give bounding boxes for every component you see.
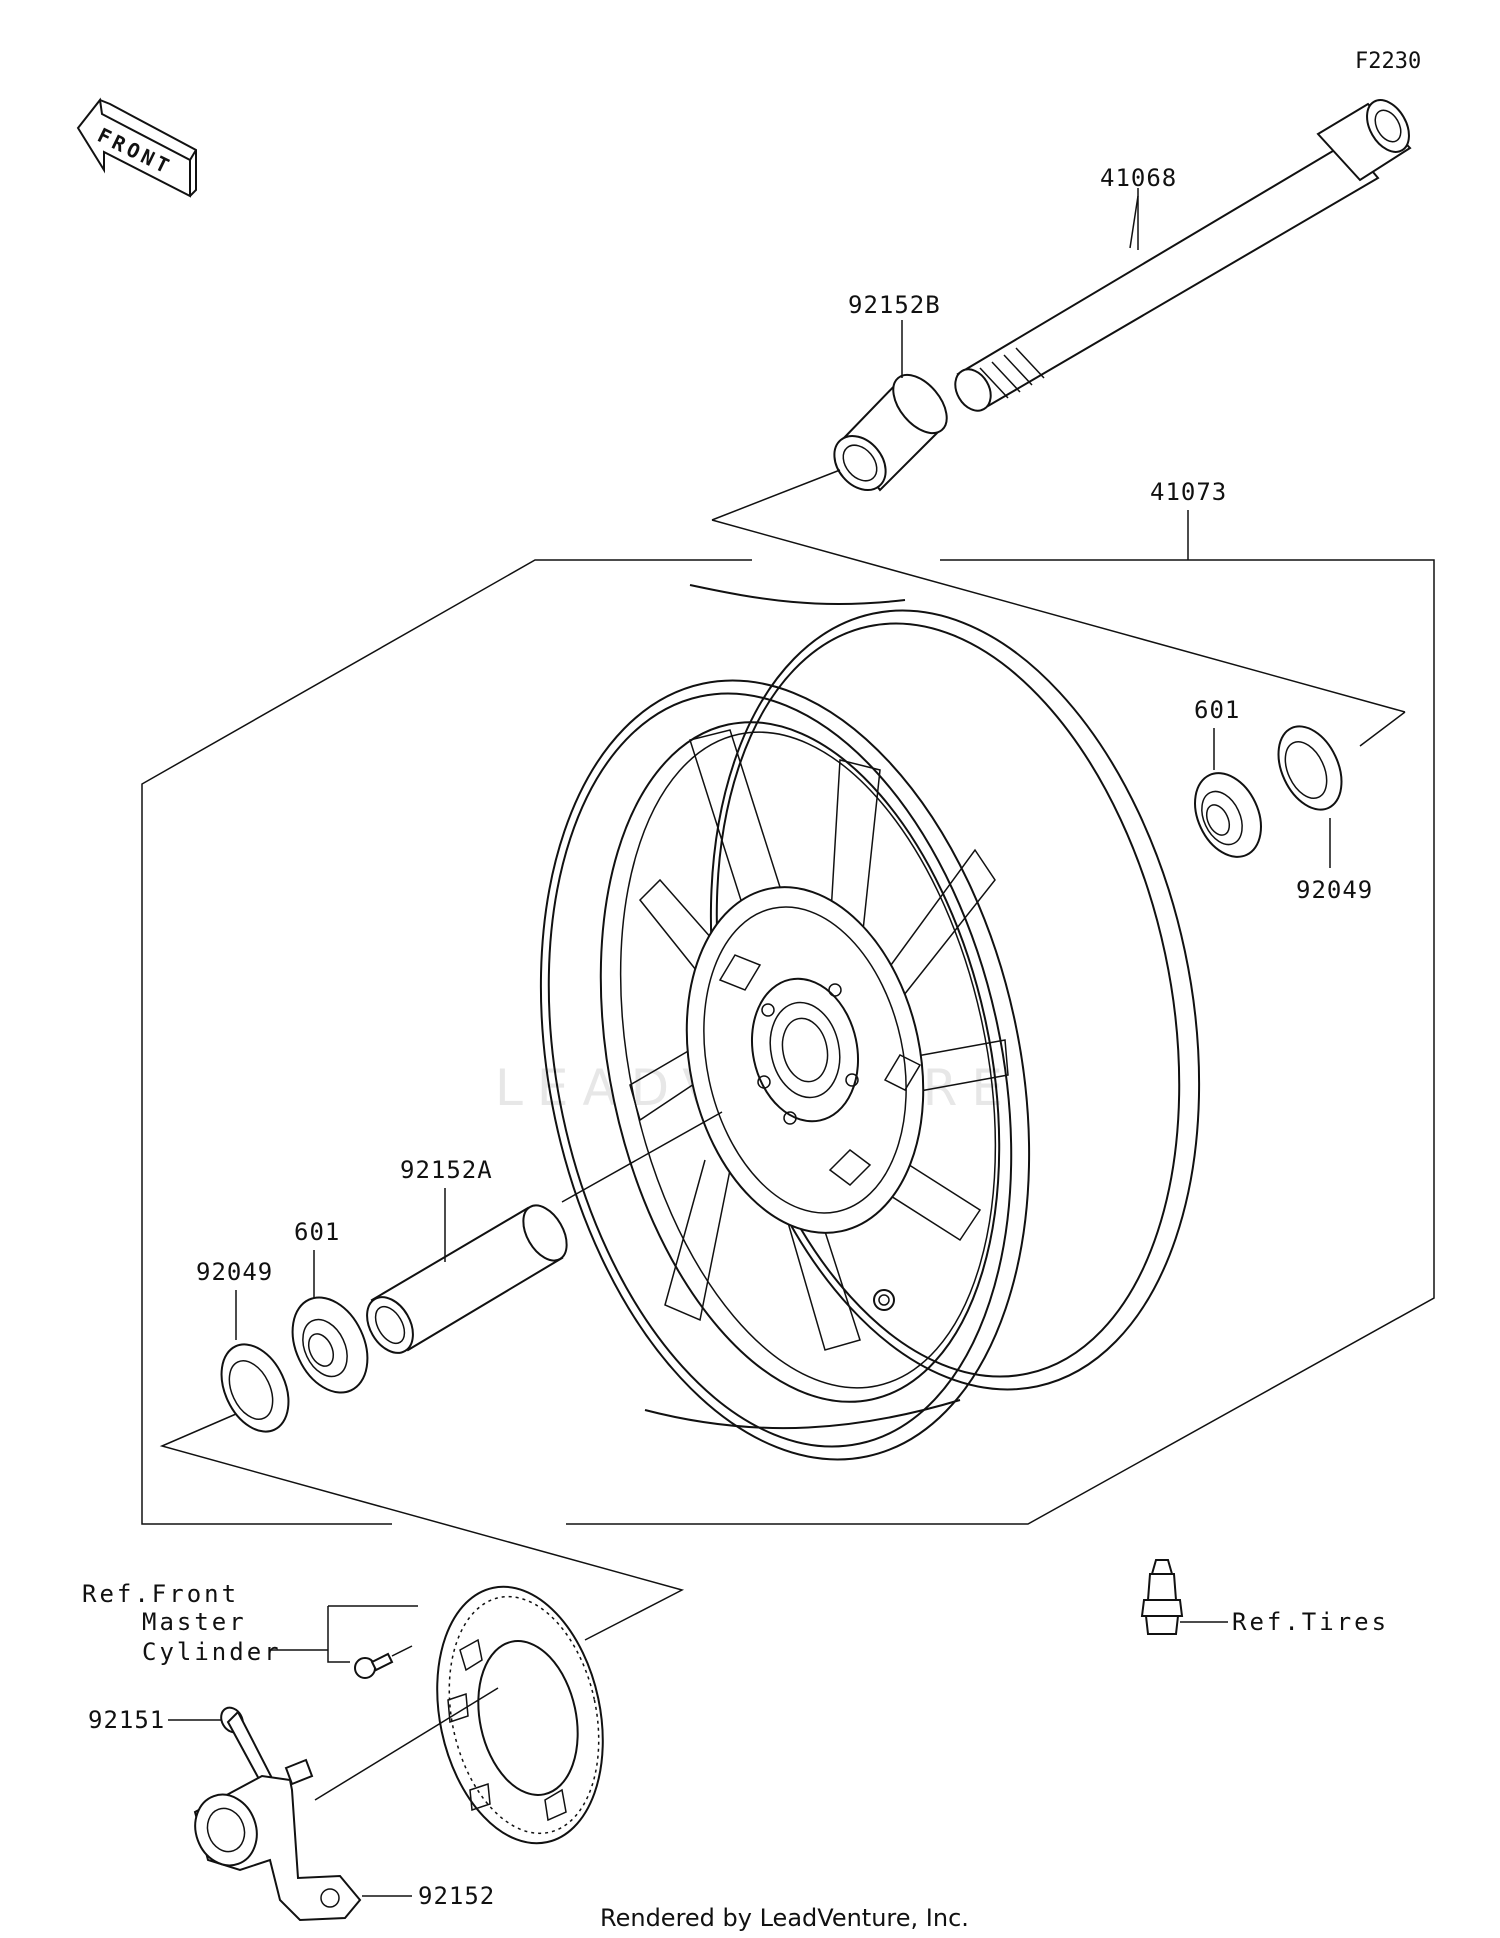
callout-collar-a: 92152A <box>400 1156 493 1184</box>
assembly-box <box>141 559 1435 1525</box>
front-wheel-spokes <box>629 729 1009 1351</box>
callout-wheel-assembly: 41073 <box>1150 478 1227 506</box>
rotor-screw <box>354 1652 394 1679</box>
callout-bearing-left: 601 <box>294 1218 340 1246</box>
front-wheel-hub <box>685 886 925 1311</box>
assembly-bracket-bottom <box>159 1413 685 1641</box>
ref-master-cylinder-bracket <box>270 1605 418 1663</box>
callout-bolt: 92151 <box>88 1706 165 1734</box>
ref-master-cylinder-line-2: Master <box>142 1608 247 1636</box>
oil-seal-92049-right <box>1277 725 1343 811</box>
footer-credit: Rendered by LeadVenture, Inc. <box>600 1904 969 1932</box>
callout-bracket: 92152 <box>418 1882 495 1910</box>
ref-master-cylinder-line-1: Ref.Front <box>82 1580 239 1608</box>
oil-seal-92049-left <box>220 1343 290 1433</box>
callout-collar-b: 92152B <box>848 291 941 319</box>
callout-seal-right: 92049 <box>1296 876 1373 904</box>
callout-seal-left: 92049 <box>196 1258 273 1286</box>
bearing-601-right <box>1194 772 1262 858</box>
callout-axle: 41068 <box>1100 164 1177 192</box>
ref-master-cylinder-line-3: Cylinder <box>142 1638 282 1666</box>
ref-tires: Ref.Tires <box>1232 1608 1389 1636</box>
tire-valve <box>1140 1559 1184 1635</box>
assembly-bracket-top <box>711 519 1406 747</box>
bearing-601-left <box>291 1296 369 1394</box>
front-arrow-icon: FRONT <box>76 97 197 198</box>
diagram-code: F2230 <box>1355 49 1421 74</box>
sensor-bracket-92152 <box>193 1758 362 1922</box>
sensor-rotor <box>436 1585 604 1845</box>
axle-41068 <box>954 99 1412 412</box>
collar-92152b <box>833 373 948 492</box>
callout-bearing-right: 601 <box>1194 696 1240 724</box>
collar-92152a <box>366 1204 568 1354</box>
front-wheel-rim <box>539 584 1201 1461</box>
